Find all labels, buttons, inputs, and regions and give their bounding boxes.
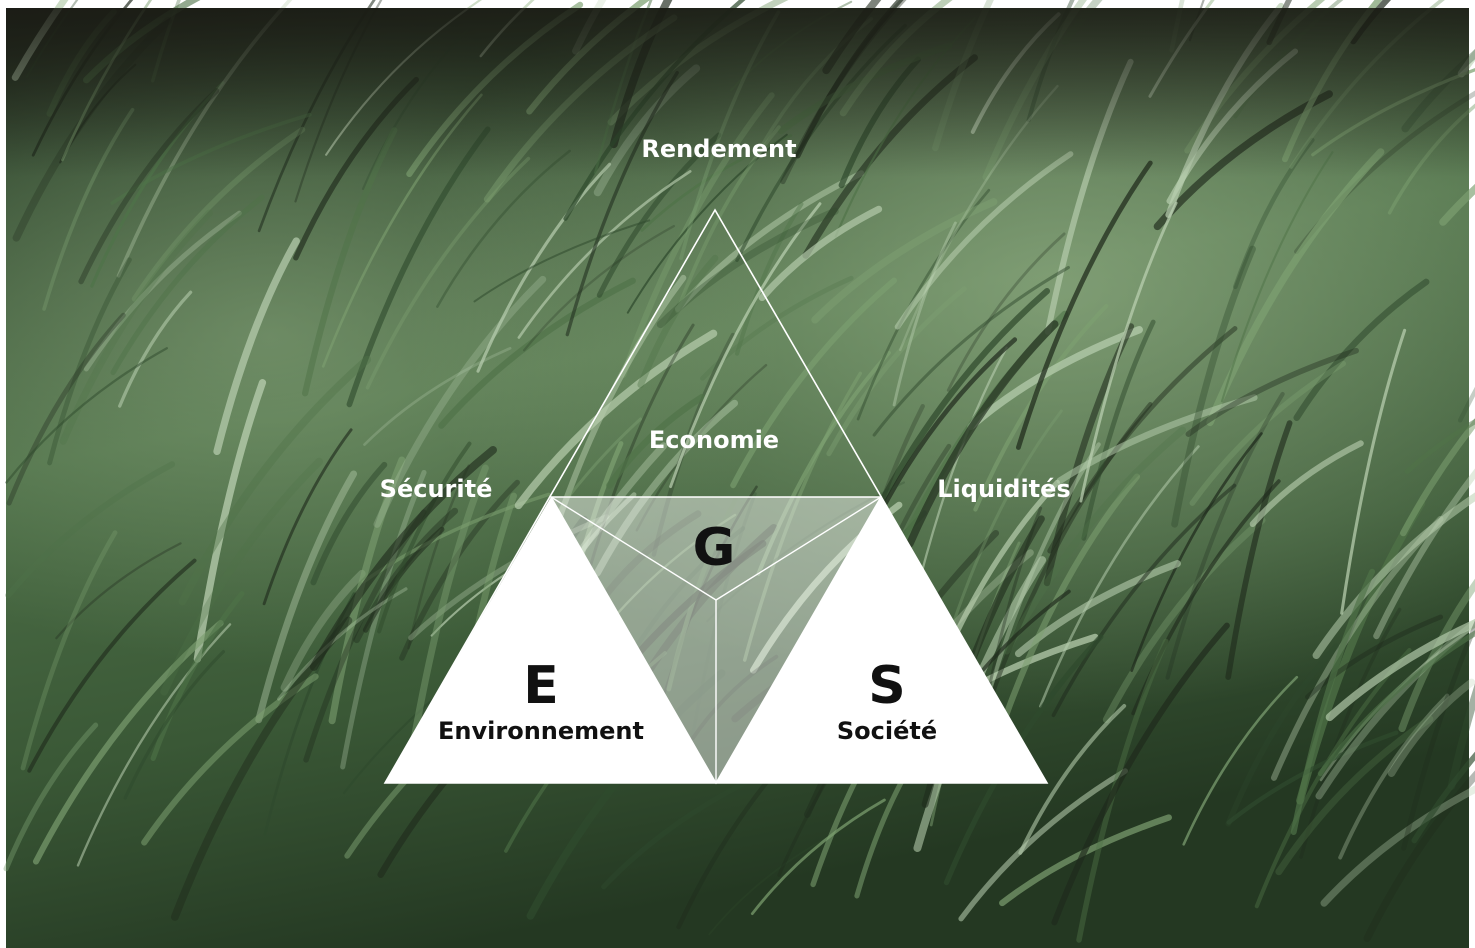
grass-blade [1457,48,1475,78]
grass-blade [1169,0,1185,53]
label-societe: Société [837,717,937,745]
letter-s: S [868,656,905,716]
grass-blade [1188,0,1205,42]
society-triangle [716,497,1047,783]
divider-line-left [550,496,717,601]
label-liquidites: Liquidités [937,475,1070,503]
label-environnement: Environnement [438,717,644,745]
environment-triangle [385,497,716,783]
label-economie: Economie [649,426,779,454]
divider-line-right [715,496,882,601]
label-rendement: Rendement [641,135,796,163]
letter-e: E [523,656,559,716]
grass-background-photo [3,0,1475,948]
label-securite: Sécurité [380,475,493,503]
letter-g: G [693,518,736,578]
